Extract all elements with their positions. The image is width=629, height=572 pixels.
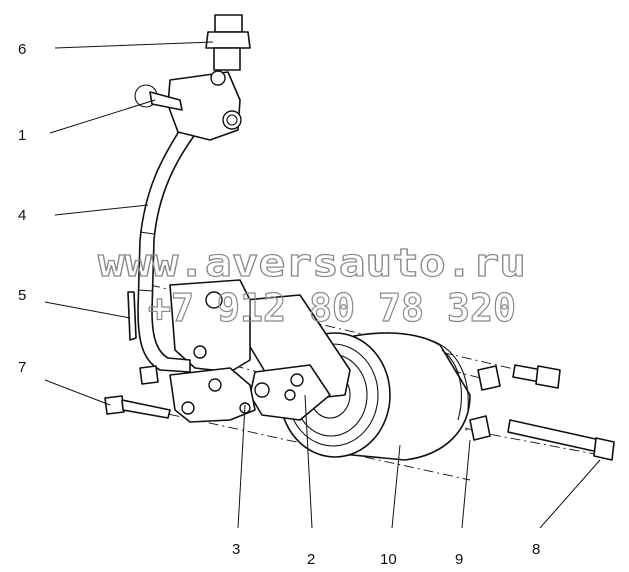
- fitting-part-6: [205, 14, 251, 71]
- mounting-plate: [169, 279, 251, 373]
- callout-10: 10: [380, 551, 397, 568]
- callout-2: 2: [307, 551, 315, 568]
- callout-1: 1: [18, 127, 26, 144]
- valve-housing-part-1: [134, 70, 242, 141]
- long-bolt-part-8: [507, 364, 615, 461]
- callout-7: 7: [18, 359, 26, 376]
- callout-4: 4: [18, 207, 26, 224]
- watermark-phone: +7 912 80 78 320: [148, 286, 516, 330]
- small-bolt: [139, 365, 159, 385]
- bolt-part-7: [104, 395, 171, 419]
- callout-5: 5: [18, 287, 26, 304]
- callout-9: 9: [455, 551, 463, 568]
- callout-8: 8: [532, 541, 540, 558]
- watermark: www.aversauto.ru +7 912 80 78 320: [97, 240, 526, 330]
- callout-3: 3: [232, 541, 240, 558]
- leader-lines: [44, 41, 601, 529]
- callout-labels: 6 1 4 5 7 3 2 10 9 8: [18, 41, 540, 568]
- callout-6: 6: [18, 41, 26, 58]
- nut-part-9: [469, 365, 501, 441]
- watermark-site: www.aversauto.ru: [98, 241, 526, 285]
- pipe-part-4: [137, 121, 201, 373]
- lower-base-bracket: [169, 367, 256, 423]
- clip-part-5: [127, 291, 137, 341]
- mounting-bracket: [239, 294, 351, 421]
